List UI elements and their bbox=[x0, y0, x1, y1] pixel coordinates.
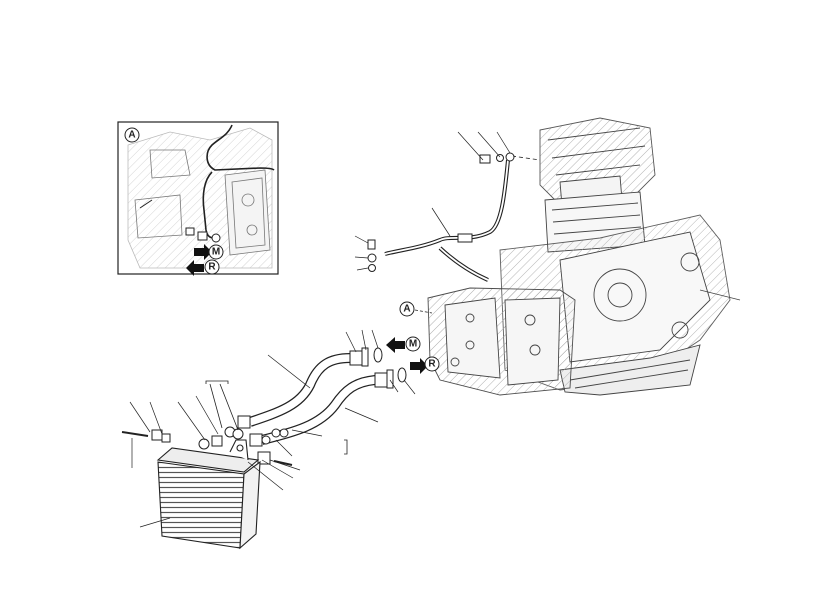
inset-detail-a: A M R bbox=[117, 121, 279, 276]
cooler-side bbox=[239, 460, 261, 550]
inset-engine-sketch bbox=[127, 127, 273, 269]
inset-flow-arrow-m: M bbox=[194, 244, 224, 260]
inset-oil-pipe bbox=[202, 124, 275, 239]
oil-cooler bbox=[156, 439, 261, 550]
inset-callout-a: A bbox=[124, 127, 140, 143]
main-callout-a: A bbox=[399, 301, 433, 317]
grouping-braces bbox=[205, 380, 348, 455]
cooler-top-tank bbox=[156, 447, 260, 473]
inset-r-label: R bbox=[208, 262, 216, 273]
main-flow-arrow-r: R bbox=[410, 356, 440, 374]
hose-fittings-cooler-end bbox=[121, 415, 293, 466]
engine-block bbox=[427, 117, 741, 396]
cooler-core bbox=[157, 461, 245, 549]
main-r-label: R bbox=[428, 359, 436, 370]
main-flow-arrow-m: M bbox=[386, 336, 421, 353]
inset-banjo-fittings bbox=[139, 199, 221, 243]
cooler-hoses bbox=[248, 353, 376, 445]
main-m-label: M bbox=[409, 339, 417, 350]
hose-fittings-engine-end bbox=[349, 347, 407, 389]
inset-view-label: A bbox=[128, 130, 135, 141]
inset-m-label: M bbox=[212, 247, 220, 258]
leader-lines bbox=[129, 131, 511, 528]
main-view-label: A bbox=[403, 304, 410, 315]
inset-flow-arrow-r: R bbox=[186, 259, 220, 276]
